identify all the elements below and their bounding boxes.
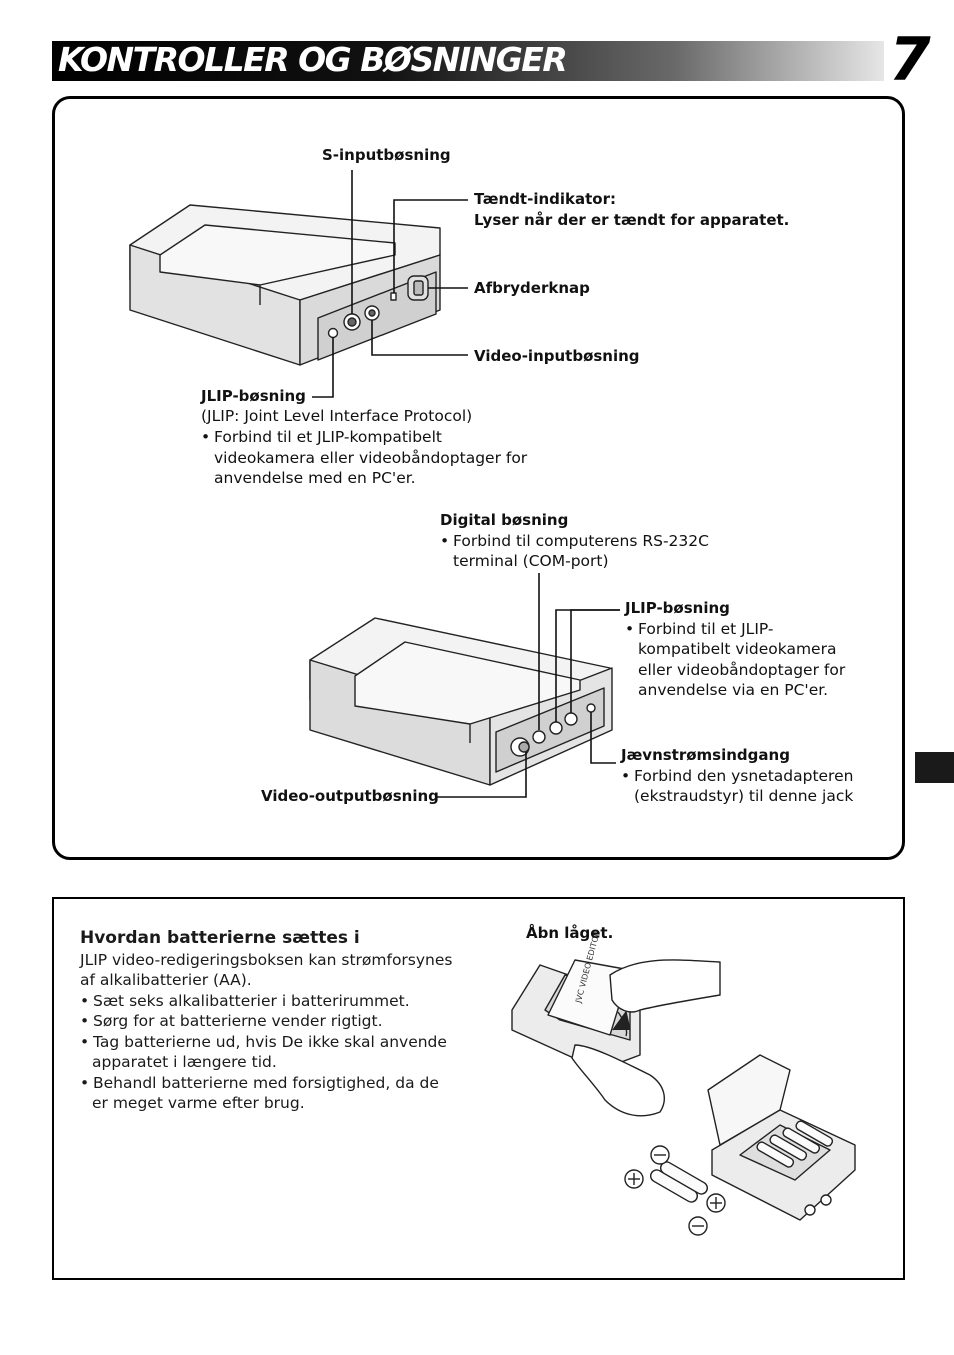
digital-jack-bullet: Forbind til computerens RS-232C — [440, 531, 709, 552]
jlip-jack-bullet-cont: videokamera eller videobåndoptager for — [214, 449, 528, 467]
jlip-jack-label-rear: JLIP-bøsning — [625, 599, 730, 617]
top-leader-lines — [312, 170, 468, 398]
battery-heading: Hvordan batterierne sættes i — [80, 928, 360, 948]
dc-input-bullet-cont: (ekstraudstyr) til denne jack — [634, 787, 854, 805]
open-lid-caption: Åbn låget. — [526, 924, 614, 942]
jlip-jack-bullet: Forbind til et JLIP-kompatibelt — [201, 427, 442, 448]
battery-intro: JLIP video-redigeringsboksen kan strømfo… — [80, 951, 453, 969]
section-tab — [915, 752, 954, 783]
jlip-jack-bullet-cont: anvendelse med en PC'er. — [214, 469, 416, 487]
video-output-label: Video-outputbøsning — [261, 787, 439, 805]
digital-jack-label: Digital bøsning — [440, 511, 569, 529]
bottom-leader-lines — [436, 573, 620, 798]
battery-intro-cont: af alkalibatterier (AA). — [80, 971, 252, 989]
battery-illustration: JVC VIDEO EDITOR — [511, 929, 856, 1236]
top-device-drawing — [129, 204, 441, 366]
s-input-label: S-inputbøsning — [322, 146, 451, 164]
battery-bullet: Sæt seks alkalibatterier i batterirummet… — [80, 991, 410, 1012]
jlip-jack-rear-bullet-cont: anvendelse via en PC'er. — [638, 681, 829, 699]
video-input-label: Video-inputbøsning — [474, 347, 640, 365]
power-switch-label: Afbryderknap — [474, 279, 590, 297]
jlip-jack-rear-bullet-cont: kompatibelt videokamera — [638, 640, 837, 658]
header-bar — [52, 41, 884, 81]
power-indicator-label: Tændt-indikator: — [474, 190, 616, 208]
jlip-jack-rear-bullet-cont: eller videobåndoptager for — [638, 661, 846, 679]
page-number: 7 — [889, 25, 931, 95]
battery-bullet: Tag batterierne ud, hvis De ikke skal an… — [80, 1032, 447, 1053]
battery-bullet: Sørg for at batterierne vender rigtigt. — [80, 1011, 383, 1032]
jlip-jack-subtitle: (JLIP: Joint Level Interface Protocol) — [201, 407, 473, 425]
battery-section-frame — [52, 897, 905, 1280]
controls-diagram-frame — [52, 96, 905, 860]
jlip-jack-rear-bullet: Forbind til et JLIP- — [625, 619, 774, 640]
dc-input-bullet: Forbind den ysnetadapteren — [621, 766, 853, 787]
power-indicator-desc: Lyser når der er tændt for apparatet. — [474, 211, 790, 229]
digital-jack-bullet-cont: terminal (COM-port) — [453, 552, 609, 570]
page-title: KONTROLLER OG BØSNINGER — [58, 40, 568, 79]
battery-bullet-cont: er meget varme efter brug. — [92, 1094, 305, 1112]
battery-bullet-cont: apparatet i længere tid. — [92, 1053, 277, 1071]
bottom-device-drawing — [309, 617, 613, 786]
battery-bullet: Behandl batterierne med forsigtighed, da… — [80, 1073, 439, 1094]
dc-input-label: Jævnstrømsindgang — [621, 746, 790, 764]
jlip-jack-label: JLIP-bøsning — [201, 387, 306, 405]
